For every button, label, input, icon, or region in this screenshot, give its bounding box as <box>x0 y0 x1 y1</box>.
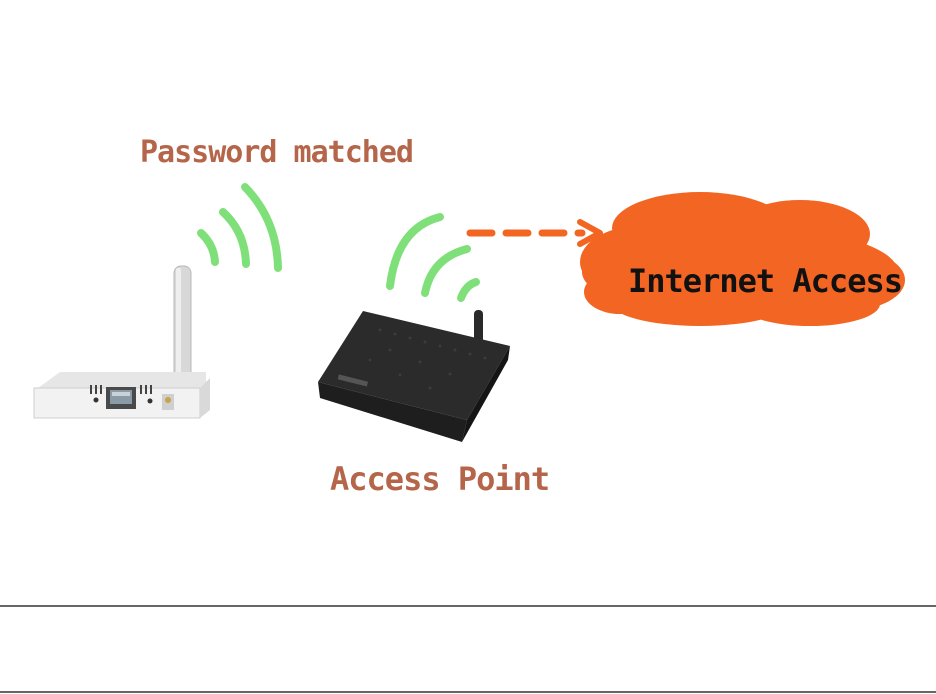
internet-access-label: Internet Access <box>628 262 902 300</box>
client-signal-icon <box>201 187 278 268</box>
internet-cloud-icon <box>580 192 905 326</box>
access-point-device-icon <box>318 310 510 442</box>
access-point-label: Access Point <box>330 460 549 498</box>
password-matched-label: Password matched <box>140 135 413 170</box>
access-point-signal-icon <box>390 217 476 298</box>
client-device-icon <box>34 266 210 418</box>
connection-arrow-icon <box>470 222 600 244</box>
